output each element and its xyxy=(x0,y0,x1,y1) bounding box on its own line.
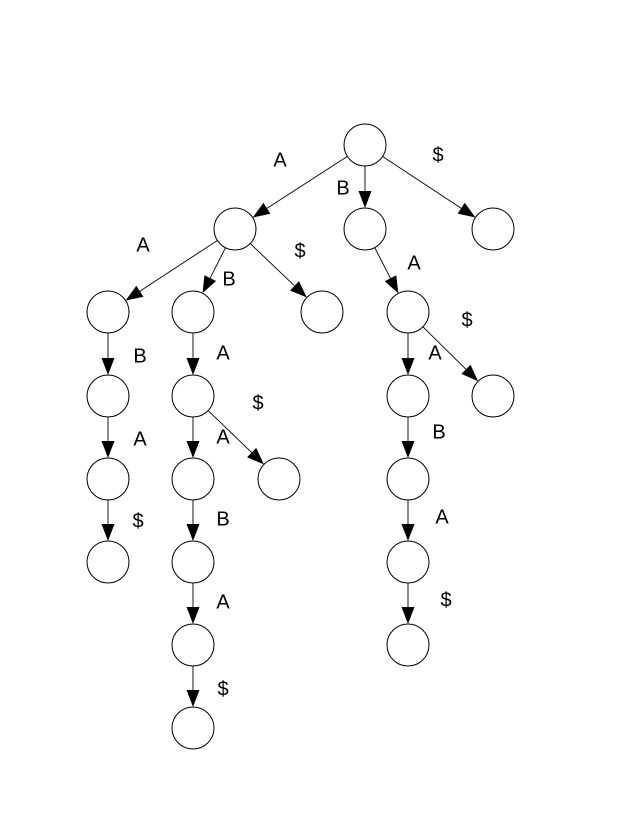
edge-label-n2-n7: A xyxy=(407,252,421,274)
edge-n7-n18 xyxy=(422,326,479,382)
edge-n0-n1 xyxy=(252,156,348,218)
edge-n2-n7 xyxy=(374,247,399,294)
edge-n12-n14 xyxy=(186,500,200,541)
edge-n14-n15 xyxy=(186,583,200,624)
edge-label-n1-n4: A xyxy=(136,234,150,256)
edge-label-n11-n13: $ xyxy=(252,392,263,414)
arrowhead xyxy=(101,441,115,458)
edge-n19-n20 xyxy=(401,500,415,541)
tree-node-n16 xyxy=(171,706,215,750)
edge-label-n8-n9: A xyxy=(133,428,147,450)
edge-label-n15-n16: $ xyxy=(217,678,228,700)
tree-node-n21 xyxy=(386,623,430,667)
edge-label-n0-n3: $ xyxy=(432,144,443,166)
edge-label-n11-n12: A xyxy=(216,426,230,448)
edge-n4-n8 xyxy=(101,333,115,375)
edge-n11-n12 xyxy=(186,417,200,458)
tree-node-n20 xyxy=(386,540,430,584)
arrowhead xyxy=(252,202,271,218)
edge-label-n20-n21: $ xyxy=(440,589,451,611)
arrowhead xyxy=(401,441,415,458)
tree-node-n15 xyxy=(171,623,215,667)
edge-label-n0-n2: B xyxy=(336,177,349,199)
arrowhead xyxy=(290,281,307,298)
arrowhead xyxy=(186,607,200,624)
edge-label-n9-n10: $ xyxy=(132,510,143,532)
arrowhead xyxy=(186,524,200,541)
tree-node-n2 xyxy=(343,207,387,251)
tree-node-n8 xyxy=(86,374,130,418)
edge-line xyxy=(382,156,462,209)
arrowhead xyxy=(186,690,200,707)
edge-line xyxy=(374,247,391,279)
arrowhead xyxy=(401,358,415,375)
edge-line xyxy=(139,240,218,292)
edge-n7-n17 xyxy=(401,333,415,375)
tree-node-n1 xyxy=(213,207,257,251)
tree-node-n3 xyxy=(471,207,515,251)
edge-line xyxy=(266,156,348,209)
tree-node-n17 xyxy=(386,374,430,418)
edge-n17-n19 xyxy=(401,417,415,458)
arrowhead xyxy=(186,441,200,458)
edge-label-n12-n14: B xyxy=(216,508,229,530)
edge-line xyxy=(249,243,295,287)
edge-label-n14-n15: A xyxy=(216,591,230,613)
edge-n20-n21 xyxy=(401,583,415,624)
edge-n0-n3 xyxy=(382,156,476,218)
arrowhead xyxy=(125,285,144,301)
tree-node-n13 xyxy=(257,457,301,501)
edge-n11-n13 xyxy=(207,410,264,465)
edge-n1-n5 xyxy=(202,247,226,294)
arrowhead xyxy=(401,607,415,624)
arrowhead xyxy=(384,275,399,294)
edge-label-n1-n6: $ xyxy=(294,240,305,262)
edge-line xyxy=(422,326,467,370)
tree-node-n6 xyxy=(300,290,344,334)
arrowhead xyxy=(247,447,264,465)
tree-node-n10 xyxy=(86,540,130,584)
tree-node-n19 xyxy=(386,457,430,501)
edge-label-n7-n18: $ xyxy=(461,309,472,331)
tree-node-n11 xyxy=(171,374,215,418)
edge-label-n5-n11: A xyxy=(216,342,230,364)
edge-n1-n6 xyxy=(249,243,307,298)
edge-n15-n16 xyxy=(186,666,200,707)
tree-node-n18 xyxy=(471,374,515,418)
edge-label-n1-n5: B xyxy=(222,268,235,290)
edge-n0-n2 xyxy=(358,166,372,208)
arrowhead xyxy=(186,358,200,375)
tree-node-n12 xyxy=(171,457,215,501)
arrowhead xyxy=(101,524,115,541)
tree-node-n0 xyxy=(343,123,387,167)
arrowhead xyxy=(202,275,216,294)
edge-label-n19-n20: A xyxy=(435,506,449,528)
edge-n5-n11 xyxy=(186,333,200,375)
tree-node-n9 xyxy=(86,457,130,501)
edge-label-n17-n19: B xyxy=(432,421,445,443)
arrowhead xyxy=(101,358,115,375)
edge-n1-n4 xyxy=(125,240,218,301)
edge-label-n0-n1: A xyxy=(273,149,287,171)
tree-node-n4 xyxy=(86,290,130,334)
tree-node-n14 xyxy=(171,540,215,584)
edge-line xyxy=(207,410,253,453)
tree-node-n7 xyxy=(386,290,430,334)
arrowhead xyxy=(457,202,476,218)
edge-line xyxy=(209,247,226,279)
tree-node-n5 xyxy=(171,290,215,334)
edge-label-n4-n8: B xyxy=(133,345,146,367)
arrowhead xyxy=(358,191,372,208)
edge-n9-n10 xyxy=(101,500,115,541)
edge-n8-n9 xyxy=(101,417,115,458)
arrowhead xyxy=(461,364,479,382)
arrowhead xyxy=(401,524,415,541)
edge-label-n7-n17: A xyxy=(428,342,442,364)
